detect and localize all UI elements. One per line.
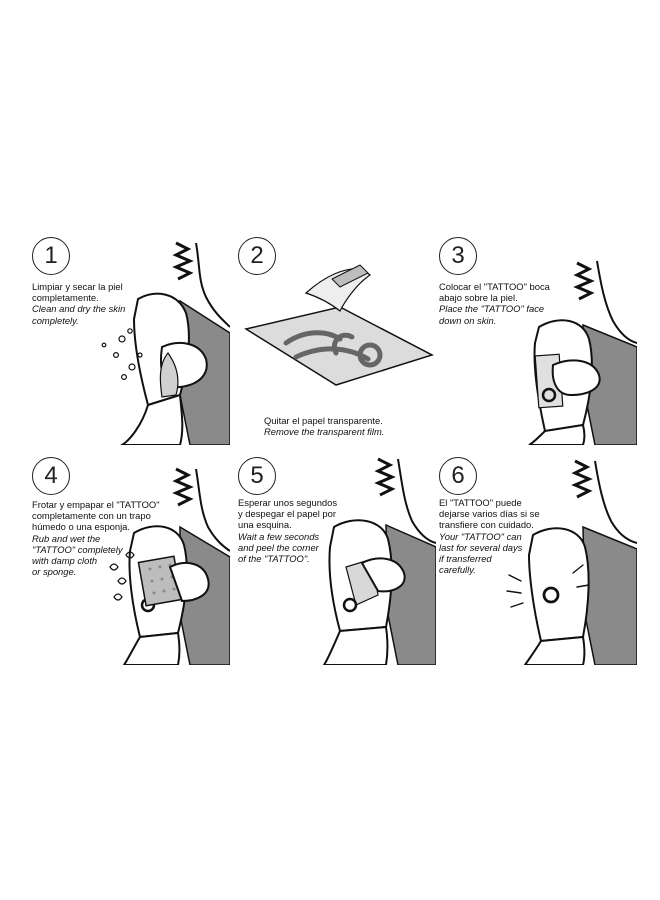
step-5-spanish: Esperar unos segundos y despegar el pape…	[238, 497, 338, 531]
zigzag-mark	[172, 467, 194, 507]
step-2-spanish: Quitar el papel transparente.	[264, 415, 383, 426]
step-4-illustration	[109, 467, 230, 665]
step-1-text: Limpiar y secar la piel completamente. C…	[32, 281, 167, 326]
tattoo-design-icon	[283, 330, 383, 368]
step-5-english: Wait a few seconds and peel the corner o…	[238, 530, 320, 565]
zigzag-mark	[573, 261, 595, 301]
zigzag-mark	[571, 459, 593, 499]
step-5-number: 5	[238, 457, 276, 495]
step-5-panel: 5 Esperar unos segundos y despegar el pa…	[236, 455, 436, 665]
zigzag-mark	[374, 457, 396, 497]
step-3-panel: 3 Colocar el "TATTOO" boca abajo sobre l…	[437, 235, 637, 445]
step-5-text: Esperar unos segundos y despegar el pape…	[238, 497, 373, 564]
water-drops-icon	[101, 328, 143, 381]
step-6-english: Your "TATTOO" can last for several days …	[439, 530, 523, 576]
step-4-panel: 4 Frotar y empapar el "TATTOO" completam…	[30, 455, 230, 665]
step-6-panel: 6 El "TATTOO" puede dejarse varios días …	[437, 455, 637, 665]
step-3-text: Colocar el "TATTOO" boca abajo sobre la …	[439, 281, 609, 326]
step-4-text: Frotar y empapar el "TATTOO" completamen…	[32, 499, 192, 577]
step-5-illustration	[322, 457, 436, 665]
step-3-spanish: Colocar el "TATTOO" boca abajo sobre la …	[439, 281, 550, 304]
step-2-text: Quitar el papel transparente. Remove the…	[264, 415, 434, 437]
step-4-number: 4	[32, 457, 70, 495]
step-1-panel: 1 Limpiar y secar la piel completamente.…	[30, 235, 230, 445]
step-1-spanish: Limpiar y secar la piel completamente.	[32, 281, 123, 304]
step-4-spanish: Frotar y empapar el "TATTOO" completamen…	[32, 499, 160, 533]
step-2-panel: 2 Quitar el papel transparente. Remove t…	[236, 235, 436, 445]
step-1-english: Clean and dry the skin completely.	[32, 303, 126, 326]
step-3-english: Place the "TATTOO" face down on skin.	[439, 303, 545, 326]
step-3-illustration	[528, 260, 637, 445]
step-2-number: 2	[238, 237, 276, 275]
step-6-text: El "TATTOO" puede dejarse varios días si…	[439, 497, 574, 575]
step-6-spanish: El "TATTOO" puede dejarse varios días si…	[439, 497, 540, 531]
water-drops-icon	[109, 551, 135, 601]
step-1-number: 1	[32, 237, 70, 275]
step-4-english: Rub and wet the "TATTOO" completely with…	[32, 532, 123, 578]
step-6-illustration	[506, 459, 637, 665]
step-1-illustration	[101, 241, 230, 445]
step-2-english: Remove the transparent film.	[264, 426, 385, 438]
step-3-number: 3	[439, 237, 477, 275]
step-6-number: 6	[439, 457, 477, 495]
zigzag-mark	[172, 241, 194, 281]
step-2-illustration	[244, 264, 434, 386]
shine-lines-icon	[506, 564, 590, 608]
